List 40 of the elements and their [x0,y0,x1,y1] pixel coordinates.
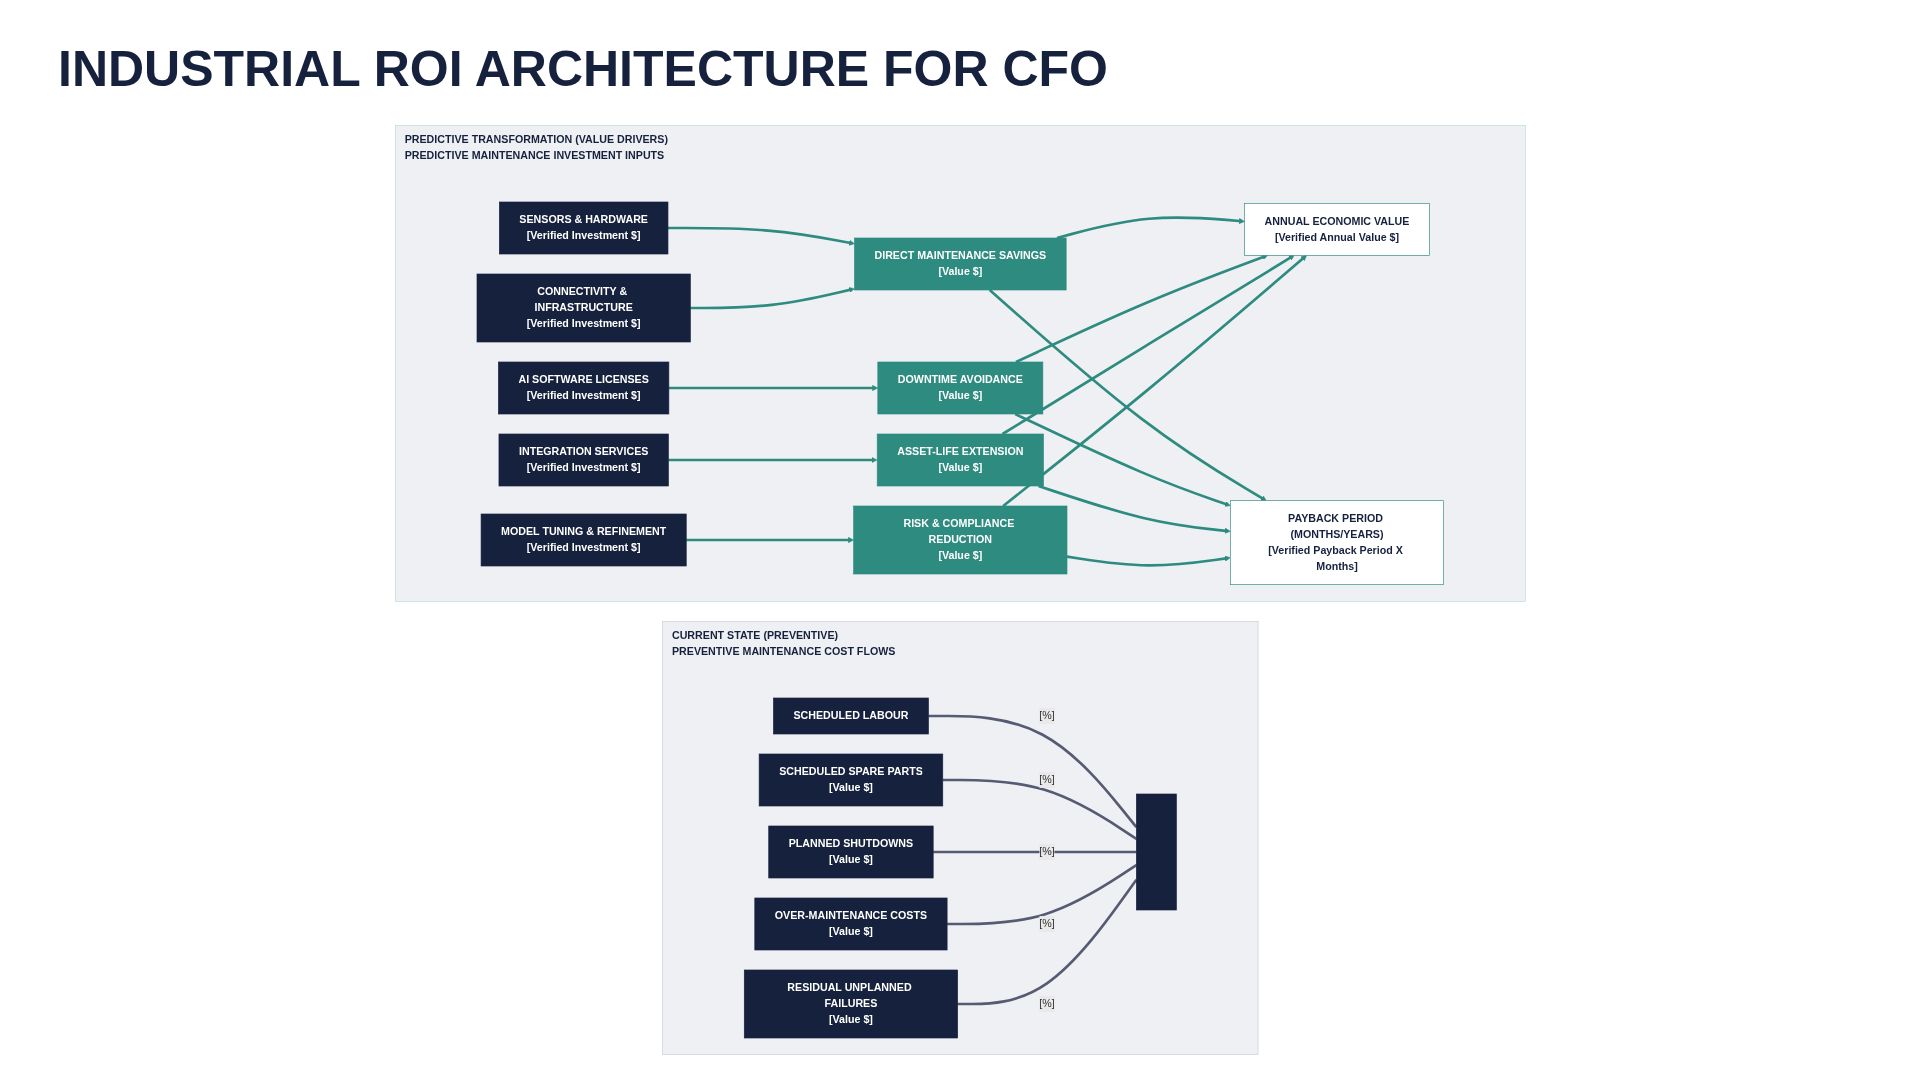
node-box: DIRECT MAINTENANCE SAVINGS [Value $] [853,237,1067,291]
node-box: SCHEDULED LABOUR [772,697,929,735]
node-box: SCHEDULED SPARE PARTS [Value $] [758,753,943,807]
arrow [1066,555,1231,567]
node-box: INTEGRATION SERVICES [Verified Investment $] [498,433,669,487]
node-box: ANNUAL ECONOMIC VALUE [Verified Annual Value $] [1243,203,1430,256]
arrow [1002,255,1307,508]
arrow [685,537,854,543]
connector [946,864,1137,926]
connector [928,714,1138,828]
diagram-title: INDUSTRIAL ROI ARCHITECTURE FOR CFO [58,40,1108,98]
connector [957,879,1138,1006]
node-box: DOWNTIME AVOIDANCE [Value $] [877,361,1043,415]
edge-label: [%] [1038,998,1055,1010]
arrow [988,289,1267,501]
arrow [690,287,855,310]
node-box: RESIDUAL UNPLANNED FAILURES [Value $] [743,969,958,1039]
node-box: SENSORS & HARDWARE [Verified Investment $] [498,201,668,255]
arrow [1015,254,1268,364]
arrow [1001,255,1295,436]
edge-label: [%] [1038,918,1055,930]
node-bar [1135,793,1177,911]
node-box: RISK & COMPLIANCE REDUCTION [Value $] [853,505,1067,575]
arrow [668,457,878,463]
edge-label: [%] [1038,774,1055,786]
node-box: PAYBACK PERIOD (MONTHS/YEARS) [Verified Payback Period X Months] [1229,500,1444,585]
node-box: MODEL TUNING & REFINEMENT [Verified Investment $] [480,513,687,567]
edge-label: [%] [1038,846,1055,858]
connector [942,778,1137,840]
arrow [668,385,878,391]
node-box: OVER-MAINTENANCE COSTS [Value $] [754,897,948,951]
arrow [1056,216,1245,240]
node-box: ASSET-LIFE EXTENSION [Value $] [876,433,1044,487]
node-box: CONNECTIVITY & INFRASTRUCTURE [Verified Investment $] [476,273,691,343]
edge-label: [%] [1038,710,1055,722]
connector [932,850,1137,854]
arrow [667,226,855,246]
node-box: PLANNED SHUTDOWNS [Value $] [768,825,934,879]
arrow [1037,484,1231,534]
node-box: AI SOFTWARE LICENSES [Verified Investment $] [497,361,669,415]
